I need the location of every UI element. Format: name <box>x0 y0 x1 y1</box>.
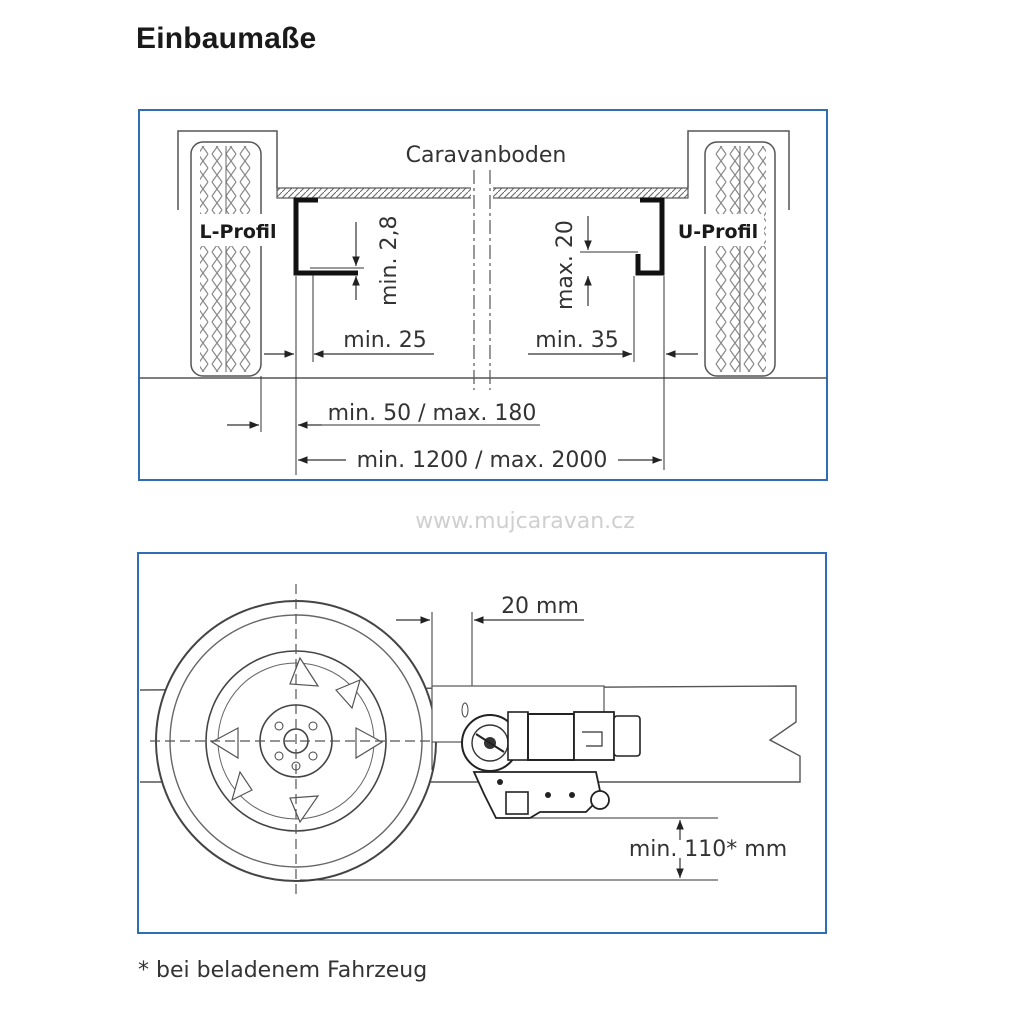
left-wheel-well <box>177 130 278 210</box>
mover-unit <box>431 685 641 819</box>
l-profile <box>293 197 358 276</box>
wheel-gap-label: min. 50 / max. 180 <box>328 401 537 426</box>
left-thickness-label: min. 2,8 <box>377 216 402 306</box>
page-title: Einbaumaße <box>136 22 317 55</box>
l-profile-label: L-Profil <box>200 221 277 243</box>
bottom-diagram: 20 mm min. 110* mm <box>137 552 827 934</box>
ground-clearance-label: min. 110* mm <box>629 837 787 862</box>
bottom-frame <box>137 552 827 934</box>
left-width-label: min. 25 <box>343 328 426 353</box>
floor-break <box>471 176 493 212</box>
floor-label: Caravanboden <box>406 143 567 168</box>
u-profile-label: U-Profil <box>678 221 758 243</box>
left-tire <box>190 141 262 377</box>
u-profile <box>635 197 665 276</box>
offset-label: 20 mm <box>501 594 579 619</box>
watermark: www.mujcaravan.cz <box>415 509 635 534</box>
right-tire <box>704 141 776 377</box>
right-width-label: min. 35 <box>535 328 618 353</box>
top-frame <box>138 109 828 481</box>
l-profile-label-bg <box>194 214 282 246</box>
u-profile-label-bg <box>672 214 764 246</box>
mover-bracket <box>472 771 604 819</box>
right-height-label: max. 20 <box>553 220 578 310</box>
top-diagram: Caravanboden L-Profil U-Profil min. 2,8 … <box>138 109 828 481</box>
footnote: * bei beladenem Fahrzeug <box>138 958 428 983</box>
total-width-label: min. 1200 / max. 2000 <box>357 448 608 473</box>
chassis-beam <box>139 685 801 783</box>
right-wheel-well <box>687 130 790 210</box>
